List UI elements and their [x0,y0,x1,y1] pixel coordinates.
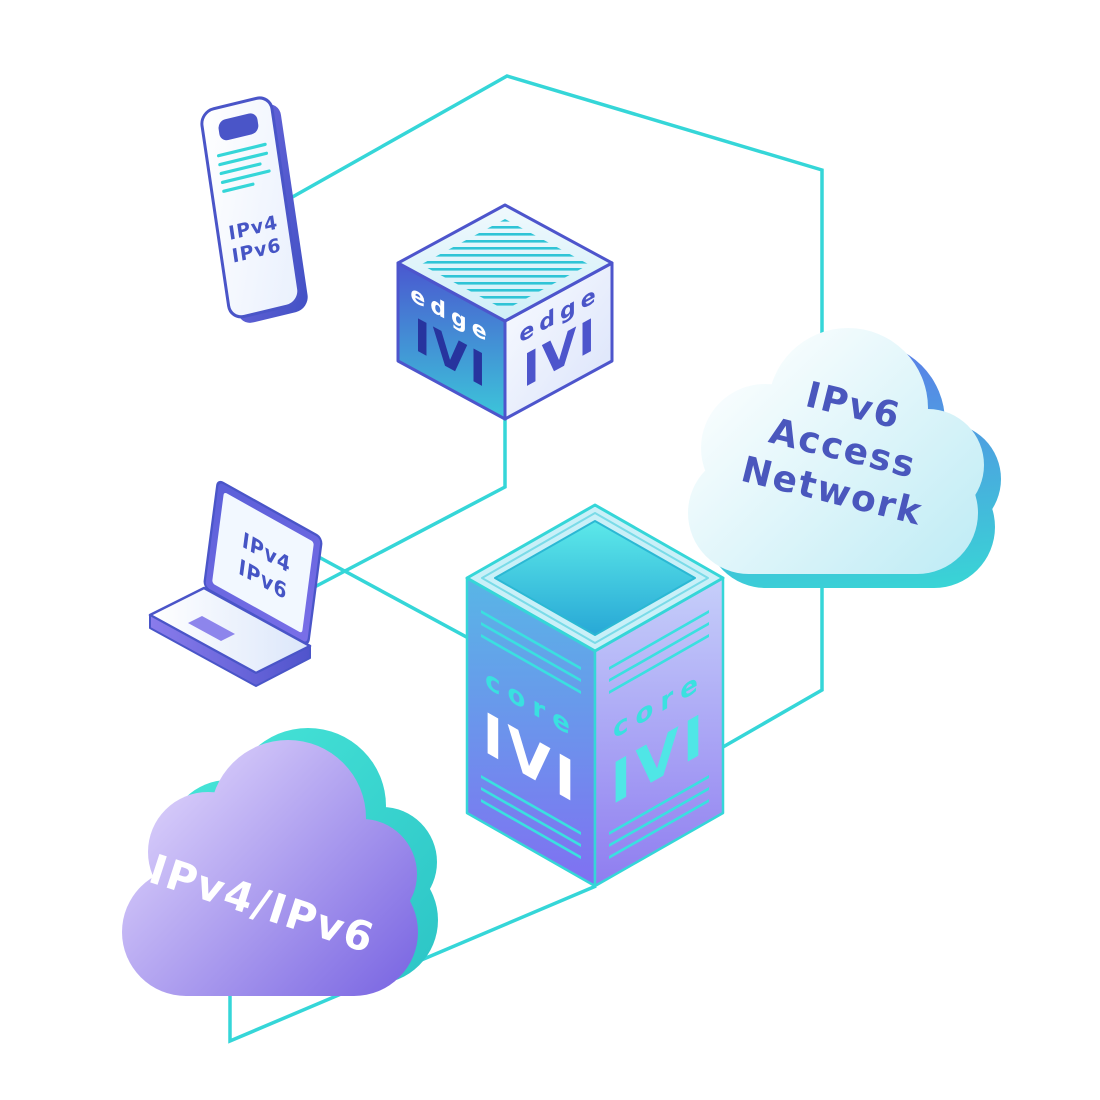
phone-screen-lines [216,142,271,193]
core-tower-top-border [481,512,709,644]
core-left-rules-bottom [481,774,581,860]
core-tower-top-panel [494,520,696,636]
edge-router-node: edge IVI edge IVI [396,203,614,421]
phone-speaker-block [218,113,259,141]
laptop-display [212,492,314,633]
laptop-base-front [149,614,311,687]
core-router-node: core IVI core IVI [465,503,725,888]
connection-line-backbone [279,74,824,749]
laptop-node: IPv4 IPv6 [148,480,323,687]
core-right-rules-bottom [609,774,709,860]
laptop-screen: IPv4 IPv6 [203,480,323,645]
connection-line-edge-to-laptop [304,408,507,594]
laptop-trackpad [188,616,235,641]
smartphone-node: IPv4 IPv6 [200,96,308,323]
ipv4-ipv6-cloud-body [122,740,418,996]
core-right-rules-top [609,609,709,695]
ipv6-cloud-body [688,328,984,574]
ipv4-ipv6-cloud-node: IPv4/IPv6 [122,728,438,996]
connection-line-laptop-to-core [314,553,473,642]
edge-cube-vent-stripes [421,219,589,310]
core-left-rules-top [481,609,581,695]
ipv6-access-cloud-node: IPv6 Access Network [688,328,1001,588]
